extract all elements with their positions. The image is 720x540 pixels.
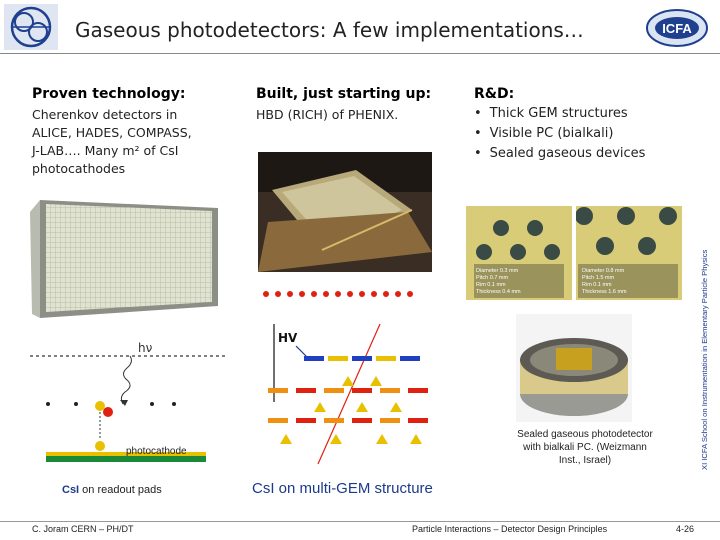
sealed-caption-line: Sealed gaseous photodetector [517,429,653,440]
thgem-spec: Pitch 1.5 mm [582,275,615,281]
sealed-detector-photo [516,314,632,422]
page-title: Gaseous photodetectors: A few implementa… [75,18,584,42]
electron-cascade [280,376,422,444]
footer-page-number: 4-26 [676,524,695,534]
thgem-spec: Thickness 0.4 mm [476,289,521,295]
proven-technology-line: ALICE, HADES, COMPASS, [32,125,192,140]
built-heading: Built, just starting up: [256,86,432,102]
footer-author: C. Joram CERN – PH/DT [32,524,134,534]
hv-label: HV [278,331,298,345]
gem-layer-1 [304,356,420,361]
title-divider [0,53,720,54]
multi-gem-caption: CsI on multi-GEM structure [252,480,433,497]
proven-technology-line: photocathodes [32,161,126,176]
sealed-caption-line: Inst., Israel) [558,455,612,466]
thgem-photo-right: Diameter 0.8 mm Pitch 1.5 mm Rim 0.1 mm … [576,206,682,300]
photocathode-label: photocathode [126,446,187,457]
multi-gem-diagram: HV [256,284,446,474]
thgem-photo-left: Diameter 0.3 mm Pitch 0.7 mm Rim 0.1 mm … [466,206,572,300]
proven-technology-line: J-LAB…. Many m² of CsI [32,143,179,158]
gem-layer-3 [268,418,428,423]
photon-label: hν [138,341,153,355]
side-label-container: XI ICFA School on Instrumentation in Ele… [700,200,714,470]
hbd-photo [258,152,432,272]
radiator-dots [263,291,413,297]
thgem-spec: Diameter 0.8 mm [582,268,625,274]
proven-technology-line: Cherenkov detectors in [32,107,178,122]
readout-pads-diagram: hν photocathode [26,334,236,484]
cern-logo [4,4,58,50]
proven-technology-text: Cherenkov detectors in ALICE, HADES, COM… [32,106,192,178]
rnd-bullet-item: Visible PC (bialkali) [474,124,645,144]
thgem-spec: Rim 0.1 mm [476,282,506,288]
readout-pads-caption: CsI on readout pads [62,484,162,496]
csi-label: CsI [62,484,80,496]
rnd-bullet-item: Thick GEM structures [474,104,645,124]
thgem-spec: Pitch 0.7 mm [476,275,509,281]
gem-layer-2 [268,388,428,393]
field-dots [46,402,176,406]
thgem-spec: Diameter 0.3 mm [476,268,519,274]
built-text: HBD (RICH) of PHENIX. [256,107,399,122]
thgem-spec: Thickness 1.6 mm [582,289,627,295]
csi-photocathode-photo [20,192,230,322]
footer-course: Particle Interactions – Detector Design … [412,524,608,534]
rnd-bullet-list: Thick GEM structures Visible PC (bialkal… [474,104,646,164]
footer-divider [0,521,720,522]
rnd-heading: R&D: [474,86,515,102]
icfa-logo: ICFA [646,8,708,48]
school-side-label: XI ICFA School on Instrumentation in Ele… [700,249,709,470]
sealed-detector-caption: Sealed gaseous photodetector with bialka… [500,428,670,467]
readout-pads-label: on readout pads [79,484,162,496]
sealed-caption-line: with bialkali PC. (Weizmann [523,442,647,453]
icfa-logo-text: ICFA [662,21,692,36]
proven-technology-heading: Proven technology: [32,86,186,102]
thgem-spec: Rim 0.1 mm [582,282,612,288]
rnd-bullet-item: Sealed gaseous devices [474,144,646,164]
